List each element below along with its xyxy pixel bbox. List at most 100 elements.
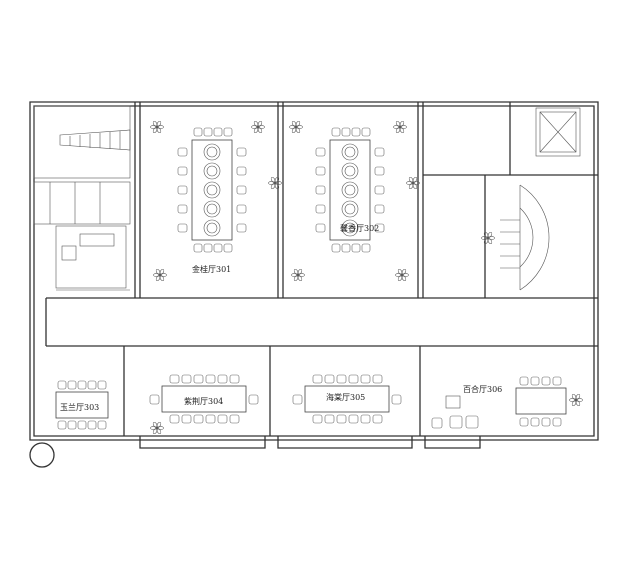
table-icon bbox=[341, 219, 359, 237]
table-icon bbox=[329, 139, 371, 241]
elevator-icon bbox=[535, 107, 581, 157]
plant-icon bbox=[251, 120, 265, 134]
stair-core bbox=[33, 105, 131, 291]
chair-icon bbox=[552, 376, 562, 386]
chair-icon bbox=[97, 420, 107, 430]
chair-icon bbox=[169, 374, 180, 384]
chair-icon bbox=[67, 420, 77, 430]
chair-icon bbox=[331, 127, 341, 137]
chair-icon bbox=[530, 417, 540, 427]
chair-icon bbox=[236, 204, 247, 214]
chair-icon bbox=[361, 243, 371, 253]
chair-icon bbox=[519, 376, 529, 386]
chair-icon bbox=[341, 243, 351, 253]
table-icon bbox=[341, 143, 359, 161]
chair-icon bbox=[372, 374, 383, 384]
table-icon bbox=[203, 181, 221, 199]
room-label-305: 海棠厅305 bbox=[326, 392, 365, 402]
chair-icon bbox=[372, 414, 383, 424]
plant-icon bbox=[150, 421, 164, 435]
plant-icon bbox=[291, 268, 305, 282]
chair-icon bbox=[236, 166, 247, 176]
chair-icon bbox=[292, 394, 303, 405]
chair-icon bbox=[361, 127, 371, 137]
chair-icon bbox=[217, 374, 228, 384]
chair-icon bbox=[348, 374, 359, 384]
chair-icon bbox=[315, 166, 326, 176]
chair-icon bbox=[374, 185, 385, 195]
chair-icon bbox=[449, 415, 463, 429]
plant-icon bbox=[406, 176, 420, 190]
table-icon bbox=[161, 385, 247, 413]
chair-icon bbox=[193, 127, 203, 137]
chair-icon bbox=[177, 223, 188, 233]
chair-icon bbox=[315, 147, 326, 157]
table-icon bbox=[203, 143, 221, 161]
table-icon bbox=[191, 139, 233, 241]
chair-icon bbox=[193, 374, 204, 384]
chair-icon bbox=[223, 243, 233, 253]
plant-icon bbox=[393, 120, 407, 134]
chair-icon bbox=[61, 245, 77, 261]
chair-icon bbox=[530, 376, 540, 386]
chair-icon bbox=[57, 380, 67, 390]
chair-icon bbox=[236, 185, 247, 195]
room-label-301: 金桂厅301 bbox=[192, 264, 231, 274]
entrance-column bbox=[29, 442, 55, 468]
room-label-306: 百合厅306 bbox=[463, 384, 502, 394]
chair-icon bbox=[149, 394, 160, 405]
chair-icon bbox=[177, 147, 188, 157]
plant-icon bbox=[289, 120, 303, 134]
stair-icon bbox=[59, 129, 131, 151]
chair-icon bbox=[177, 204, 188, 214]
chair-icon bbox=[205, 414, 216, 424]
chair-icon bbox=[519, 417, 529, 427]
plant-icon bbox=[268, 176, 282, 190]
chair-icon bbox=[87, 420, 97, 430]
table-icon bbox=[203, 162, 221, 180]
chair-icon bbox=[336, 374, 347, 384]
room-label-302: 馨香厅302 bbox=[340, 223, 379, 233]
chair-icon bbox=[205, 374, 216, 384]
plant-icon bbox=[481, 231, 495, 245]
chair-icon bbox=[57, 420, 67, 430]
room-label-304: 紫荆厅304 bbox=[184, 396, 223, 406]
chair-icon bbox=[213, 243, 223, 253]
chair-icon bbox=[312, 374, 323, 384]
chair-icon bbox=[351, 127, 361, 137]
chair-icon bbox=[351, 243, 361, 253]
chair-icon bbox=[217, 414, 228, 424]
chair-icon bbox=[465, 415, 479, 429]
chair-icon bbox=[315, 223, 326, 233]
table-icon bbox=[203, 219, 221, 237]
chair-icon bbox=[229, 414, 240, 424]
furniture bbox=[55, 127, 567, 430]
chair-icon bbox=[77, 380, 87, 390]
chair-icon bbox=[87, 380, 97, 390]
chair-icon bbox=[67, 380, 77, 390]
chair-icon bbox=[360, 414, 371, 424]
chair-icon bbox=[374, 223, 385, 233]
plant-icon bbox=[153, 268, 167, 282]
chair-icon bbox=[177, 185, 188, 195]
plant-icon bbox=[150, 120, 164, 134]
chair-icon bbox=[331, 243, 341, 253]
table-icon bbox=[203, 200, 221, 218]
chair-icon bbox=[312, 414, 323, 424]
room-label-303: 玉兰厅303 bbox=[60, 402, 99, 412]
plant-icon bbox=[395, 268, 409, 282]
chair-icon bbox=[374, 204, 385, 214]
chair-icon bbox=[193, 414, 204, 424]
chair-icon bbox=[552, 417, 562, 427]
table-icon bbox=[304, 385, 390, 413]
plant-icon bbox=[569, 393, 583, 407]
chair-icon bbox=[169, 414, 180, 424]
table-icon bbox=[341, 181, 359, 199]
chair-icon bbox=[360, 374, 371, 384]
chair-icon bbox=[348, 414, 359, 424]
chair-icon bbox=[374, 166, 385, 176]
chair-icon bbox=[341, 127, 351, 137]
chair-icon bbox=[315, 185, 326, 195]
chair-icon bbox=[193, 243, 203, 253]
chair-icon bbox=[213, 127, 223, 137]
